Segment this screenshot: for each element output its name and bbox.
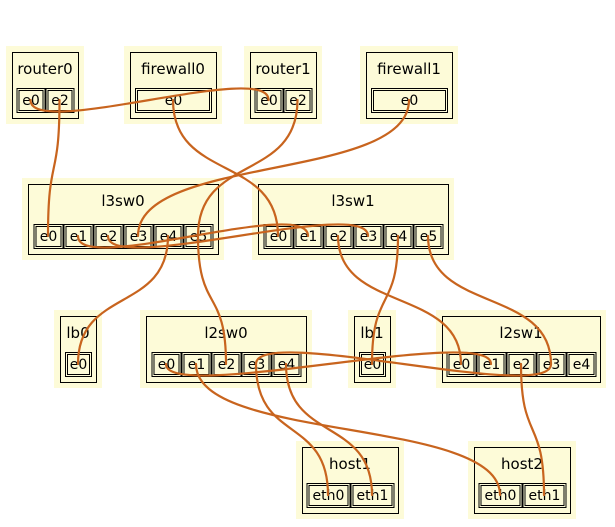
node-title: host1 [329,455,371,473]
port-box-outer [151,352,182,377]
port-box-inner [285,90,311,111]
port-label: e1 [483,357,501,373]
node-title: l2sw0 [204,324,247,342]
port-label: e3 [360,229,378,245]
port-box-outer [536,352,567,377]
port-label: e0 [70,357,88,373]
link-l3sw0-e4-to-lb0-e0 [76,234,170,366]
node-host2[interactable]: host2 eth0 eth1 [468,441,576,519]
port-label: e1 [300,229,318,245]
node-box [60,316,97,383]
node-title: l3sw0 [101,192,144,210]
link-l2sw1-e2-to-host2-eth1 [519,362,546,497]
link-l3sw0-e1-to-l3sw1-e1 [76,223,310,249]
port-box-outer [353,224,384,249]
node-title: lb0 [66,324,89,342]
node-title: firewall1 [377,60,441,78]
link-layer [29,87,553,497]
port-box-inner [256,90,282,111]
port-box-outer [350,483,395,508]
port-label: e4 [573,357,591,373]
port-label: e0 [270,229,288,245]
port-label: e0 [260,93,278,109]
port-box-inner [448,354,475,375]
port-box-outer [283,88,313,113]
node-box [250,52,317,119]
port-box-inner [153,354,180,375]
port-box-outer [16,88,46,113]
port-host2-eth0[interactable]: eth0 [478,483,523,508]
port-box-inner [65,226,92,247]
link-l2sw0-e3-to-host1-eth0 [254,362,330,497]
port-label: eth0 [485,488,517,504]
node-title: firewall0 [141,60,205,78]
link-l3sw0-e2-to-l3sw1-e3 [106,223,370,249]
port-label: eth1 [357,488,389,504]
node-box [28,184,219,255]
node-title: l2sw1 [499,324,542,342]
port-l3sw0-e2[interactable]: e2 [93,224,124,249]
node-box [302,447,399,514]
port-box-inner [18,90,44,111]
port-l3sw1-e1[interactable]: e1 [293,224,324,249]
node-box [146,316,307,383]
link-l2sw0-e0-to-l2sw1-e1 [164,351,493,377]
link-l3sw1-e4-to-lb1-e0 [370,234,400,366]
link-l2sw0-e1-to-host2-eth0 [194,362,502,497]
port-box-outer [153,224,184,249]
node-box [354,316,391,383]
port-box-inner [373,90,446,111]
port-label: eth0 [313,488,345,504]
node-box [130,52,217,119]
node-title: l3sw1 [331,192,374,210]
port-label: e0 [40,229,58,245]
link-router0-e0-to-router1-e0 [29,87,270,113]
port-box-outer [254,88,284,113]
link-firewall0-e0-to-l3sw1-e0 [171,98,280,238]
node-title: lb1 [360,324,383,342]
link-l3sw1-e5-to-l2sw1-e3 [426,234,553,366]
node-title: router0 [17,60,72,78]
link-firewall1-e0-to-l3sw0-e3 [136,98,411,238]
link-l2sw0-e4-to-host1-eth1 [284,362,374,497]
port-l2sw1-e4[interactable]: e4 [566,352,597,377]
port-box-inner [538,354,565,375]
port-box-outer [371,88,448,113]
port-box-outer [293,224,324,249]
port-label: eth1 [529,488,561,504]
node-title: host2 [501,455,543,473]
port-box-outer [476,352,507,377]
port-label: e0 [453,357,471,373]
node-lb0[interactable]: lb0 e0 [54,310,102,388]
node-title: router1 [255,60,310,78]
port-box-inner [355,226,382,247]
port-box-outer [63,224,94,249]
port-label: e2 [218,357,236,373]
port-l3sw1-e3[interactable]: e3 [353,224,384,249]
port-box-inner [480,485,521,506]
port-box-outer [566,352,597,377]
link-router0-e2-to-l3sw0-e0 [46,98,61,238]
port-box-outer [478,483,523,508]
port-label: e3 [130,229,148,245]
node-box [474,447,571,514]
node-box [12,52,79,119]
node-host1[interactable]: host1 eth0 eth1 [296,441,404,519]
port-l2sw1-e1[interactable]: e1 [476,352,507,377]
link-router1-e2-to-l3sw0-e5 [196,98,299,238]
port-box-inner [568,354,595,375]
link-l3sw1-e2-to-l2sw1-e0 [336,234,463,366]
link-l2sw1-e3-to-l2sw0-e3 [254,351,553,377]
node-box [366,52,453,119]
node-box [258,184,449,255]
link-l3sw0-e5-to-l2sw0-e2 [196,234,228,366]
port-router1-e0[interactable]: e0 [254,88,284,113]
